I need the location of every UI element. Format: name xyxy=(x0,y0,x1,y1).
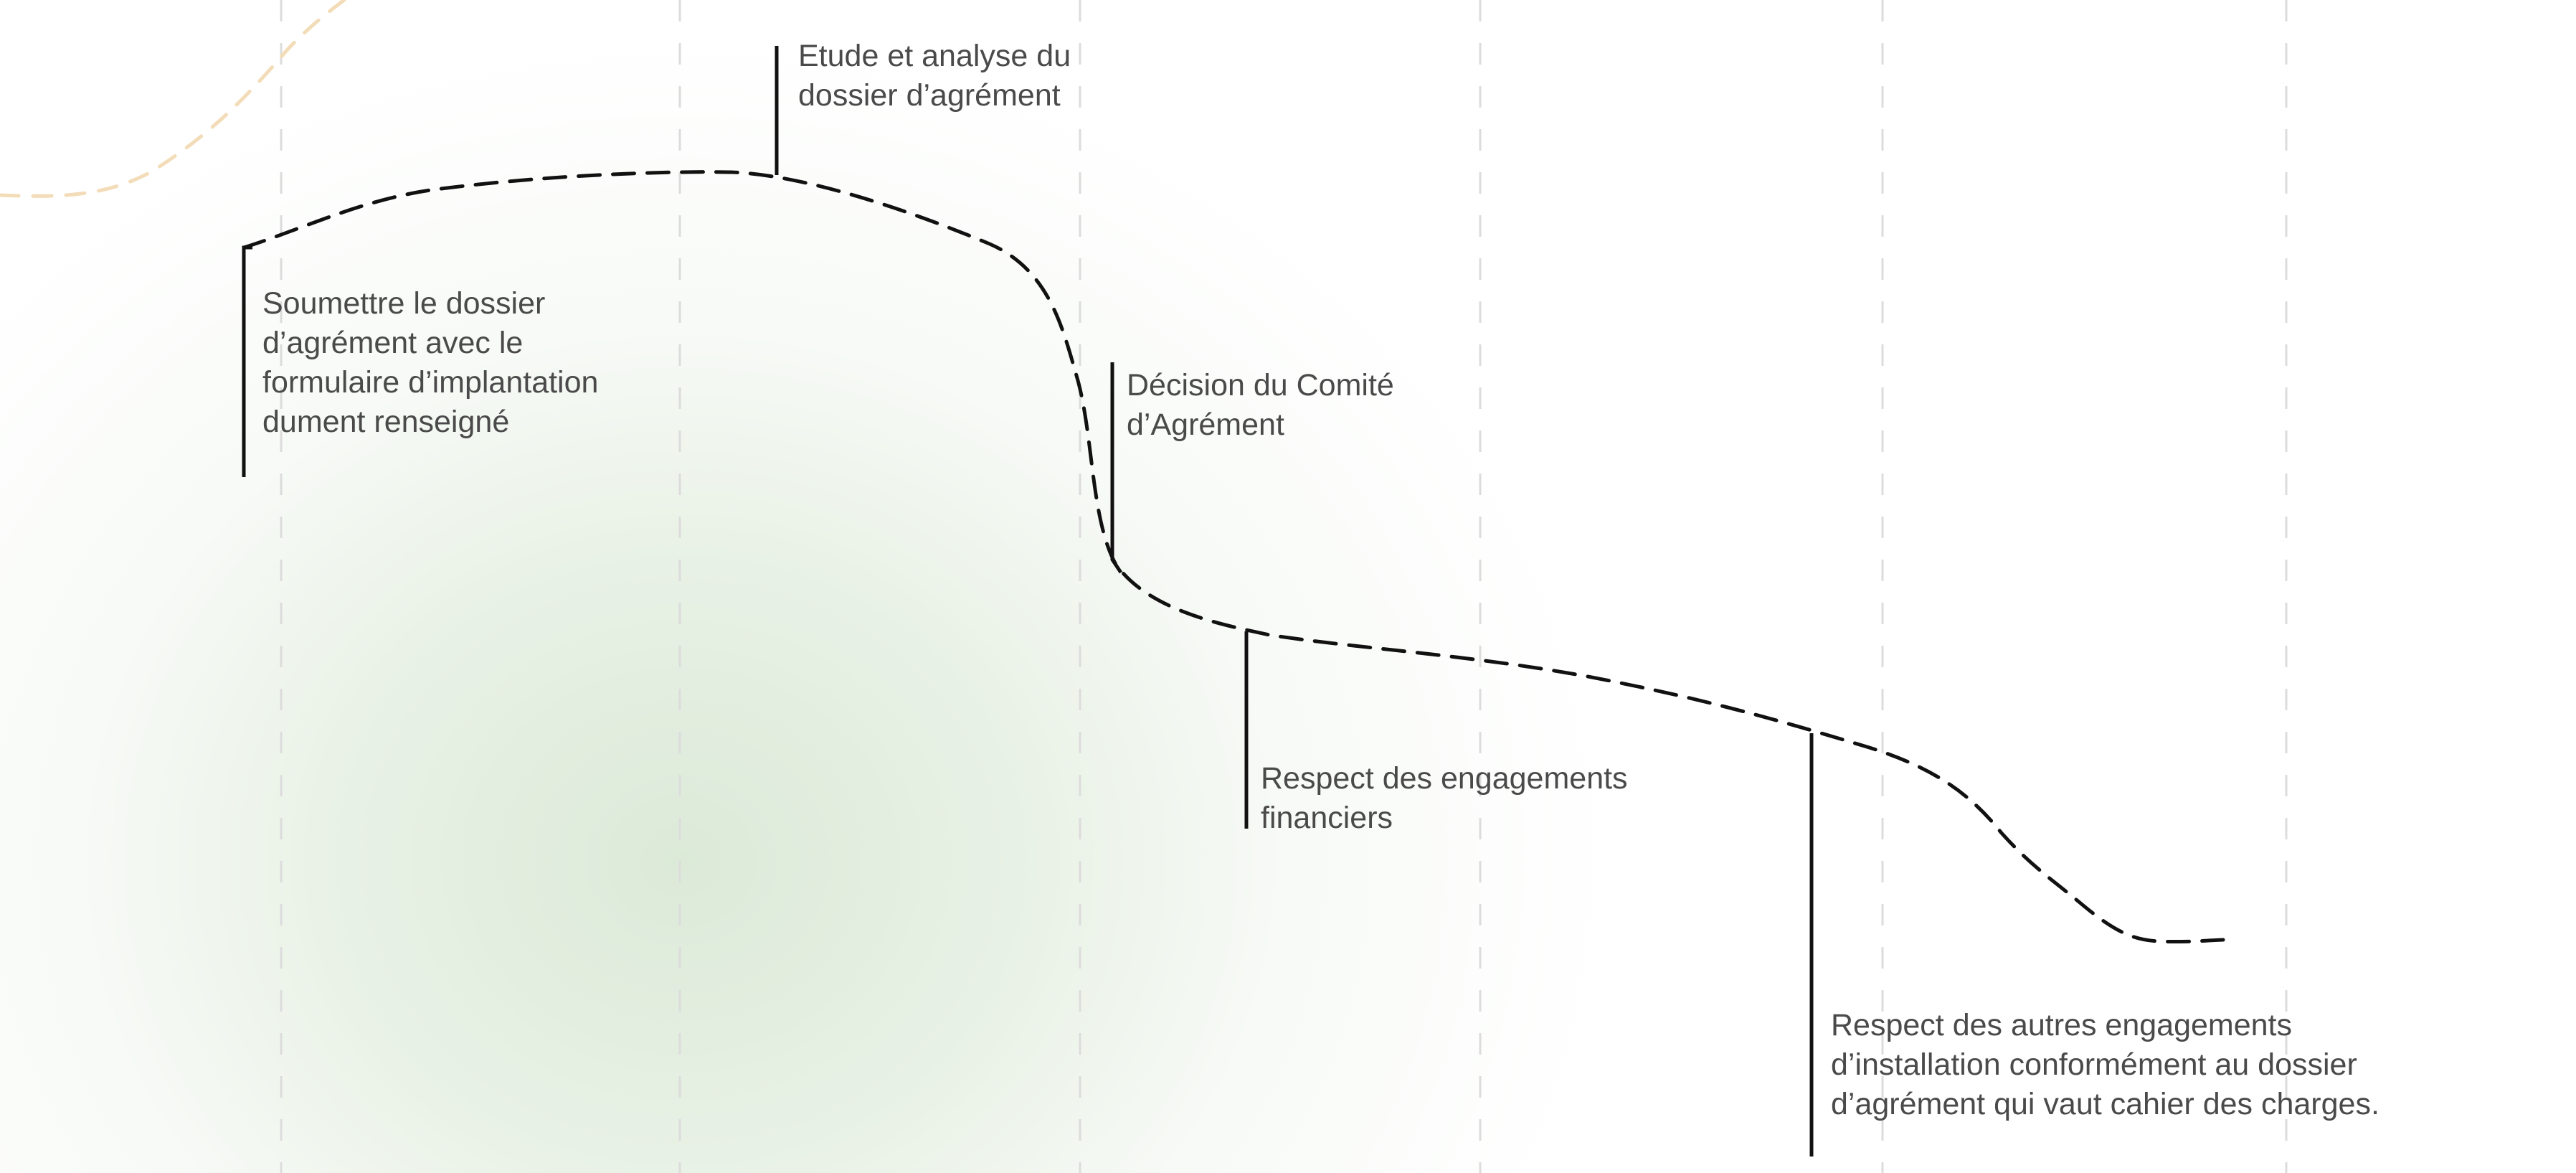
step1-marker-line xyxy=(242,245,252,477)
step3-marker-line xyxy=(1110,362,1123,574)
step5-label: Respect des autres engagements d’install… xyxy=(1831,1008,2380,1121)
process-path-curve xyxy=(242,170,2225,944)
step3-label: Décision du Comité d’Agrément xyxy=(1127,368,1394,442)
step-markers xyxy=(242,46,1814,1156)
step2-label: Etude et analyse du dossier d’agrément xyxy=(798,39,1071,113)
step1-label: Soumettre le dossier d’agrément avec le … xyxy=(262,286,599,439)
previous-path-curve xyxy=(0,0,346,198)
step4-label: Respect des engagements financiers xyxy=(1261,761,1628,835)
